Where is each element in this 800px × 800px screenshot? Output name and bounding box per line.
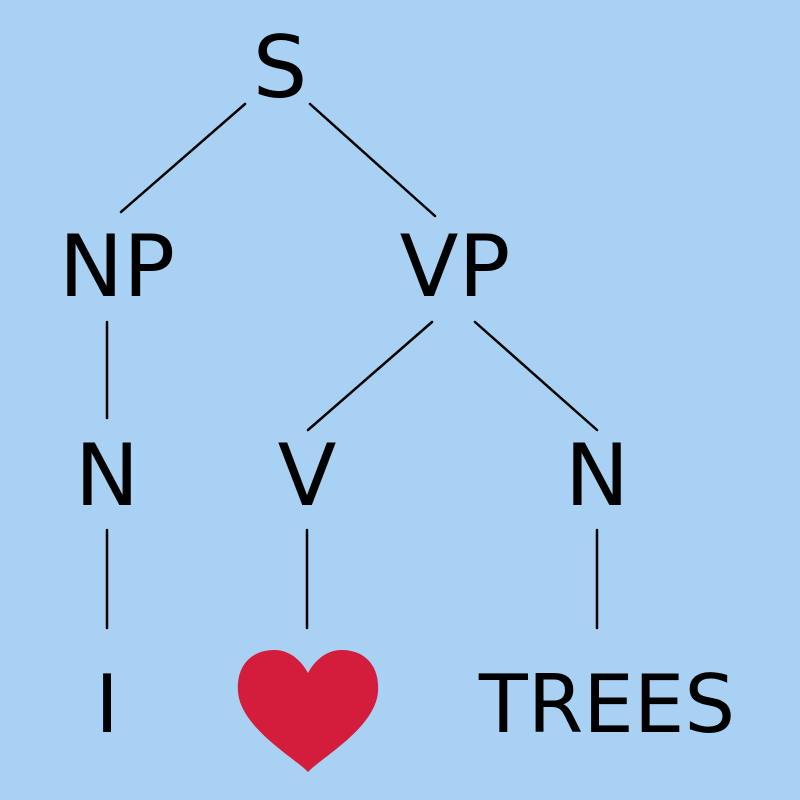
edge-vp-n — [473, 320, 599, 432]
edge-s-vp — [308, 102, 437, 218]
node-vp-v: V — [277, 426, 337, 526]
node-np-n: N — [74, 426, 140, 526]
edge-vp-v — [306, 320, 434, 432]
edge-s-np — [119, 102, 247, 214]
leaf-word-i: I — [95, 658, 119, 751]
node-vp-n: N — [564, 426, 630, 526]
leaf-word-trees: TREES — [478, 658, 736, 751]
node-s: S — [252, 18, 308, 118]
heart-icon — [237, 650, 379, 772]
node-np: NP — [58, 217, 176, 317]
node-vp: VP — [399, 217, 511, 317]
